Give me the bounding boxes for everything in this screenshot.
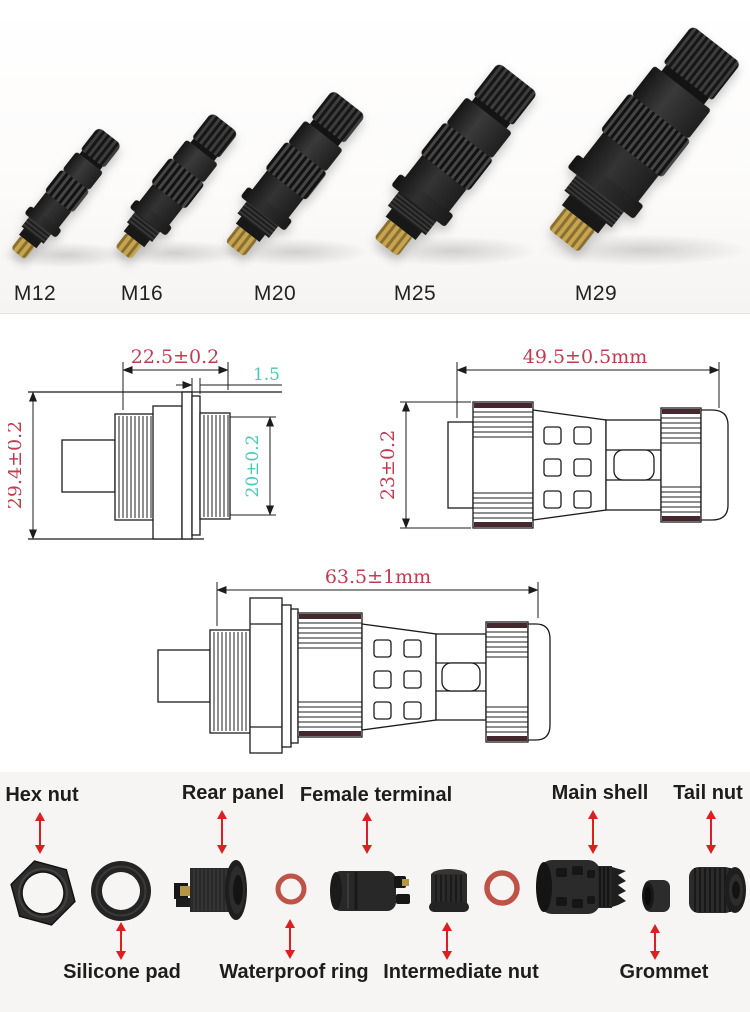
label-arrow [650,924,660,960]
label-arrow [116,922,126,960]
label-arrow [442,922,452,960]
part-label-female-terminal: Female terminal [299,784,453,806]
label-arrow [706,810,716,854]
label-arrow [285,919,295,959]
dim-flange-diameter: 29.4±0.2 [8,421,26,509]
panel-connector-outline [28,391,282,540]
panel-drawing-dimensions: 22.5±0.2 1.5 29.4±0.2 20±0.2 [8,346,282,540]
size-label-m16: M16 [120,282,164,305]
dim-panel-width: 22.5±0.2 [131,346,219,368]
waterproof-ring2-part [484,870,520,906]
female-terminal-part [330,871,410,911]
dim-cable-length: 49.5±0.5mm [523,346,647,368]
dim-cable-diameter: 23±0.2 [378,430,399,500]
size-label-m25: M25 [393,282,437,305]
waterproof-ring-part [275,873,307,905]
dim-panel-thickness: 1.5 [253,365,280,385]
label-arrow [588,810,598,854]
section-divider [0,313,750,314]
part-label-main-shell: Main shell [551,782,649,804]
main-shell-part [536,860,626,914]
part-label-grommet: Grommet [619,961,709,983]
silicone-pad-part [91,861,151,921]
panel-mount-drawing: 22.5±0.2 1.5 29.4±0.2 20±0.2 [8,346,282,540]
size-label-m29: M29 [574,282,618,305]
intermediate-nut-part [429,869,469,912]
part-label-silicone-pad: Silicone pad [63,961,181,983]
dim-thread-diameter: 20±0.2 [243,435,263,498]
label-arrow [35,812,45,854]
part-label-rear-panel: Rear panel [181,782,285,804]
product-photos-section: M12 M16 M20 M25 M29 [0,0,750,313]
assembled-drawing: 63.5±1mm [157,566,551,754]
part-label-tail-nut: Tail nut [673,782,743,804]
part-label-intermediate-nut: Intermediate nut [383,961,539,983]
size-label-m12: M12 [13,282,57,305]
part-label-waterproof-ring: Waterproof ring [219,961,369,983]
rear-panel-part [174,860,247,920]
size-label-m20: M20 [253,282,297,305]
label-arrow [217,810,227,854]
cable-connector-drawing: 49.5±0.5mm 23±0.2 [378,346,729,529]
cable-drawing-dimensions: 49.5±0.5mm 23±0.2 [378,346,720,529]
label-arrow [362,812,372,854]
dim-assembled-length: 63.5±1mm [325,566,431,588]
grommet-part [642,880,670,912]
part-label-hex-nut: Hex nut [5,784,79,806]
cable-connector-outline [447,401,729,529]
tail-nut-part [689,867,746,913]
connector-photo-m29 [535,22,745,263]
connector-photo-m25 [363,60,541,265]
assembled-connector-outline [157,597,551,754]
assembled-drawing-dimensions: 63.5±1mm [216,566,539,626]
exploded-view-section: Hex nut Rear panel Female terminal Main … [0,772,750,1012]
hex-nut-part [10,860,76,926]
